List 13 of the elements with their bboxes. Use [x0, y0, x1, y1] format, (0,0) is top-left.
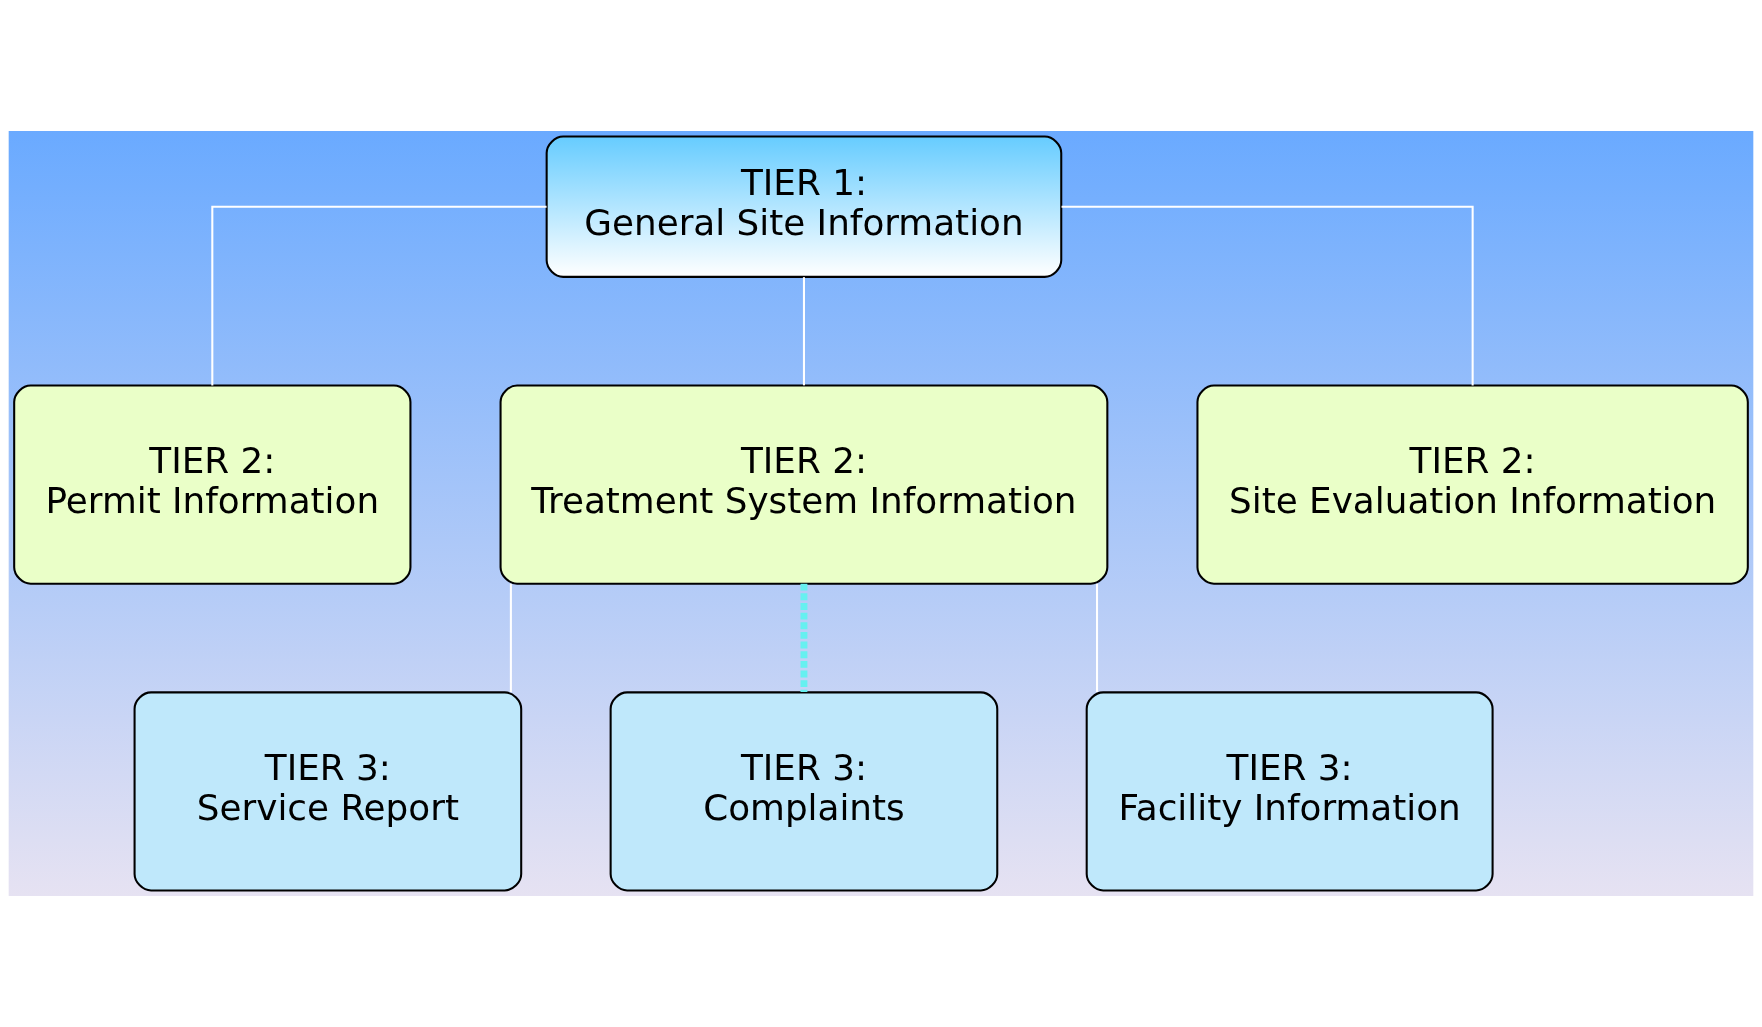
node-box: TIER 3: Service Report [133, 691, 523, 892]
connector [1096, 583, 1099, 693]
node-box: TIER 2: Site Evaluation Information [1196, 384, 1749, 585]
connector [1061, 205, 1474, 386]
connector [802, 277, 805, 386]
connector [800, 583, 808, 693]
node-box: TIER 2: Permit Information [13, 384, 412, 585]
connector [211, 205, 547, 386]
connector [509, 583, 512, 693]
node-box: TIER 2: Treatment System Information [499, 384, 1109, 585]
node-box: TIER 3: Complaints [609, 691, 999, 892]
node-box: TIER 1: General Site Information [545, 135, 1063, 278]
node-box: TIER 3: Facility Information [1085, 691, 1494, 892]
